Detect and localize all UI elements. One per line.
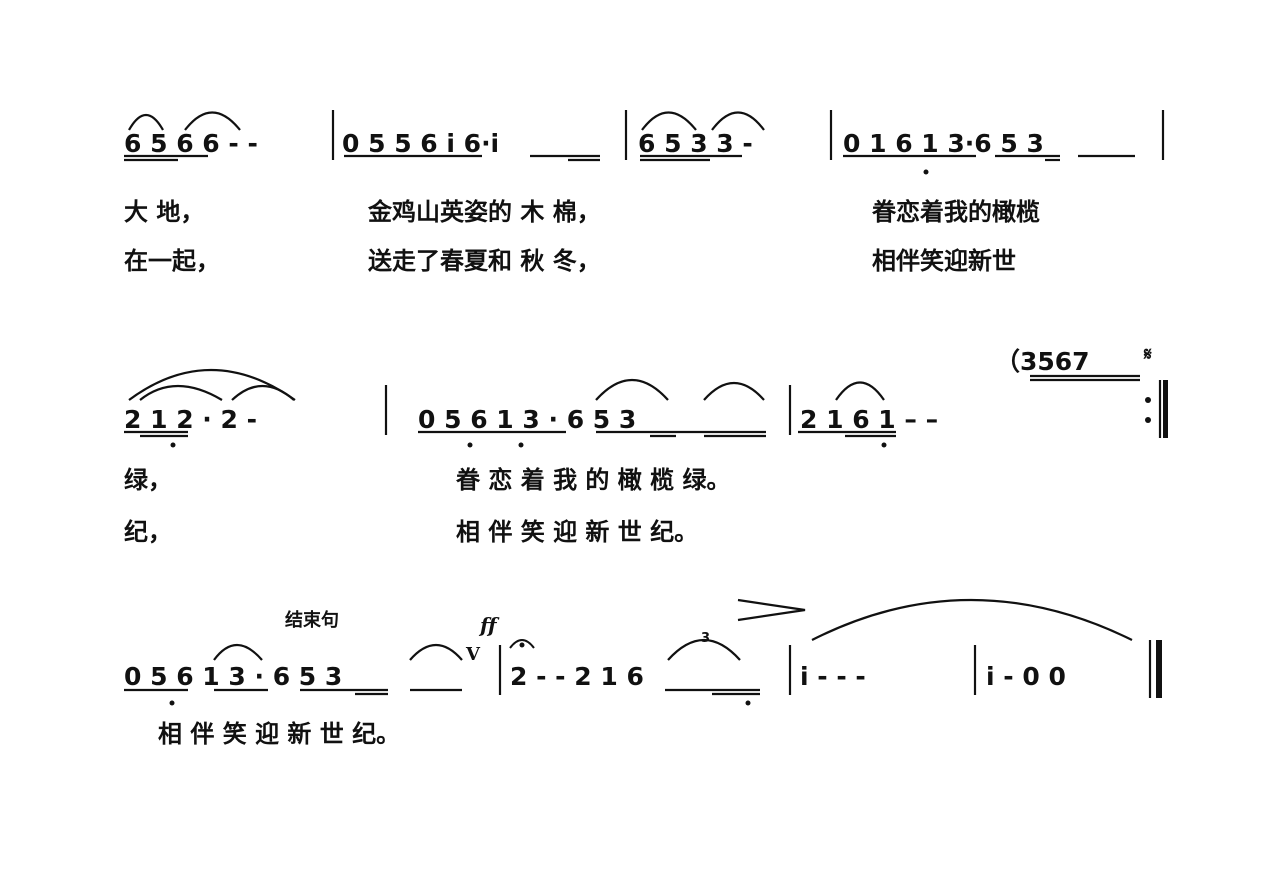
lyrics-line1-v1c: 眷恋着我的橄榄 bbox=[871, 197, 1040, 226]
m7-notes: 2 1 6 1 – – bbox=[800, 405, 938, 434]
segno-icon: 𝄋 bbox=[1143, 344, 1152, 365]
triplet-slur bbox=[667, 638, 741, 661]
m10-notes: i - - - bbox=[800, 662, 866, 691]
slur bbox=[703, 382, 765, 401]
lyrics-line1-v1b: 金鸡山英姿的 木 棉， bbox=[367, 197, 601, 226]
m5-notes: 2 1 2 · 2 - bbox=[124, 405, 257, 434]
tie bbox=[811, 599, 1133, 641]
lyrics-line1-v2b: 送走了春夏和 秋 冬， bbox=[368, 246, 601, 275]
ending-annotation: 结束句 bbox=[285, 609, 339, 631]
dynamic-ff: ff bbox=[478, 613, 500, 637]
m3-notes: 6 5 3 3 - bbox=[638, 129, 753, 158]
m11-notes: i - 0 0 bbox=[986, 662, 1066, 691]
lyrics-line2-v2: 纪， bbox=[124, 517, 172, 546]
lyrics-line1-v2c: 相伴笑迎新世 bbox=[872, 246, 1016, 275]
slur bbox=[213, 644, 263, 661]
lyrics-line2-v2b: 相 伴 笑 迎 新 世 纪。 bbox=[456, 517, 698, 546]
slur bbox=[835, 381, 885, 401]
slur bbox=[139, 384, 223, 401]
breath-mark: V bbox=[465, 644, 481, 665]
m6-notes: 0 5 6 1 3 · 6 5 3 bbox=[418, 405, 636, 434]
slur bbox=[184, 111, 241, 131]
slur bbox=[128, 113, 164, 131]
slur bbox=[231, 385, 295, 401]
slur bbox=[595, 378, 669, 401]
triplet-number: 3 bbox=[701, 631, 710, 646]
accent bbox=[737, 598, 806, 622]
slur bbox=[641, 111, 697, 131]
lyrics-line1-v2: 在一起， bbox=[124, 246, 220, 275]
slur bbox=[409, 644, 463, 661]
m4-notes: 0 1 6 1 3·6 5 3 bbox=[843, 129, 1044, 158]
m2-notes: 0 5 5 6 i 6·i bbox=[342, 129, 499, 158]
lyrics-line1-v1: 大 地， bbox=[124, 197, 204, 226]
lyrics-line2-v1: 绿， bbox=[124, 465, 172, 494]
m9-notes: 2 - - 2 1 6 bbox=[510, 662, 644, 691]
lyrics-line3: 相 伴 笑 迎 新 世 纪。 bbox=[158, 719, 400, 748]
lyrics-line2-v1b: 眷 恋 着 我 的 橄 榄 绿。 bbox=[455, 465, 731, 494]
m1-notes: 6 5 6 6 - - bbox=[124, 129, 258, 158]
prelude-notes: （3567 bbox=[995, 347, 1090, 376]
slur bbox=[711, 111, 765, 131]
m8-notes: 0 5 6 1 3 · 6 5 3 bbox=[124, 662, 342, 691]
